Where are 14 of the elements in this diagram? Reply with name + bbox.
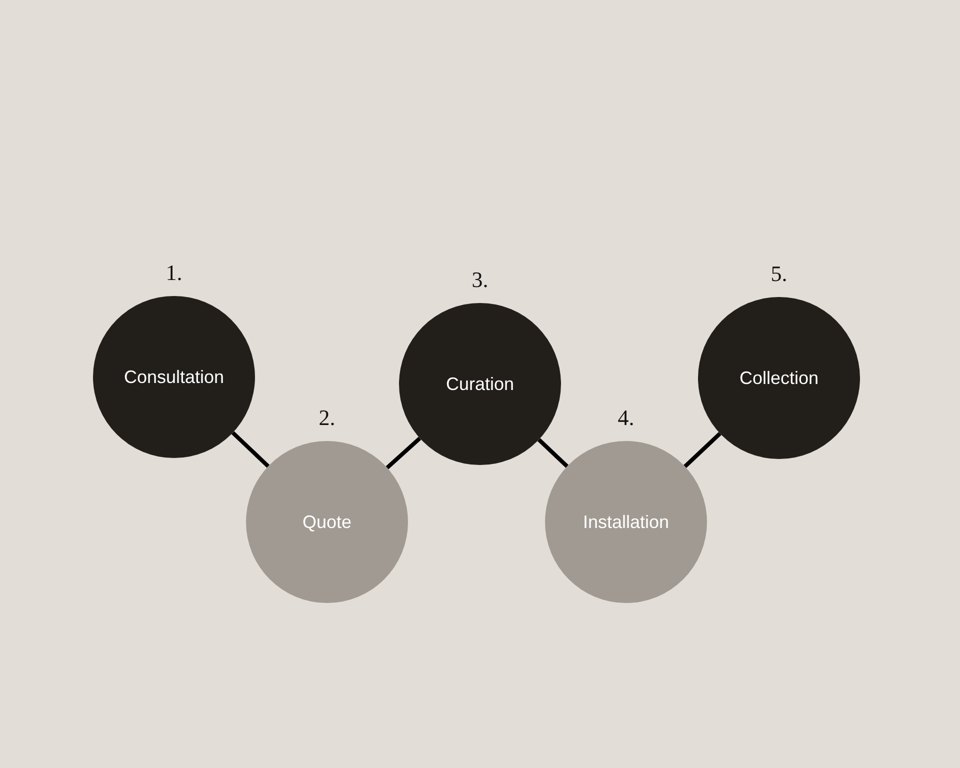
step-label: Installation (582, 510, 670, 534)
connector-line (684, 432, 722, 468)
connector-line (231, 431, 270, 468)
connector-line (386, 436, 422, 470)
step-number: 1. (164, 262, 184, 284)
step-label: Collection (739, 366, 819, 390)
connector-line (538, 438, 568, 468)
step-number: 4. (616, 407, 636, 429)
step-number: 3. (470, 269, 490, 291)
step-number: 5. (770, 263, 788, 285)
step-number: 2. (318, 407, 336, 429)
step-label: Quote (302, 510, 352, 534)
step-label: Curation (446, 372, 514, 396)
step-label: Consultation (124, 366, 224, 388)
